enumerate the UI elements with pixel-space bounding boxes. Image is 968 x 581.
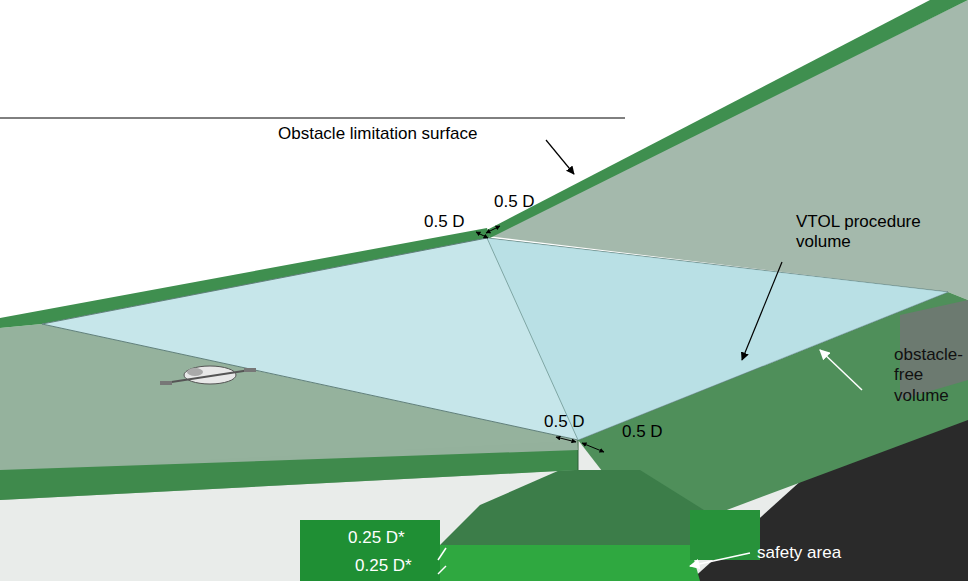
dimension-arrow [438,566,446,574]
leader-arrow [690,553,750,566]
dimension-arrow [582,443,604,452]
dimension-arrow [556,437,576,442]
dimension-label: 0.25 D* [355,556,412,576]
area-label: safety area [757,543,841,563]
horizon-line [0,118,625,119]
dimension-arrow [438,548,446,560]
volume-label: VTOL procedure volume [796,212,936,253]
safety-area-block [430,545,700,581]
dimension-arrow [476,232,488,238]
volume-label: obstacle-free volume [894,345,964,406]
dimension-label: 0.5 D [622,422,663,442]
evtol-aircraft [160,366,256,385]
leader-arrow [742,262,782,360]
pyramid-body [440,470,720,545]
ols-edge-right [487,0,968,238]
vtol-edge [487,238,578,440]
dimension-label: 0.5 D [494,192,535,212]
surface-label: Obstacle limitation surface [278,124,477,144]
dimension-label: 0.25 D* [348,528,405,548]
leader-arrow [546,140,574,174]
vtol-edge [578,440,579,470]
dimension-arrow [486,226,500,233]
leader-arrow [820,350,862,390]
dimension-label: 0.5 D [424,212,465,232]
vtol-volume-face [42,238,948,440]
dimension-label: 0.5 D [544,412,585,432]
safety-area-left [300,520,440,581]
vtol-volume-shade [487,238,948,440]
ols-base-left [0,450,578,500]
